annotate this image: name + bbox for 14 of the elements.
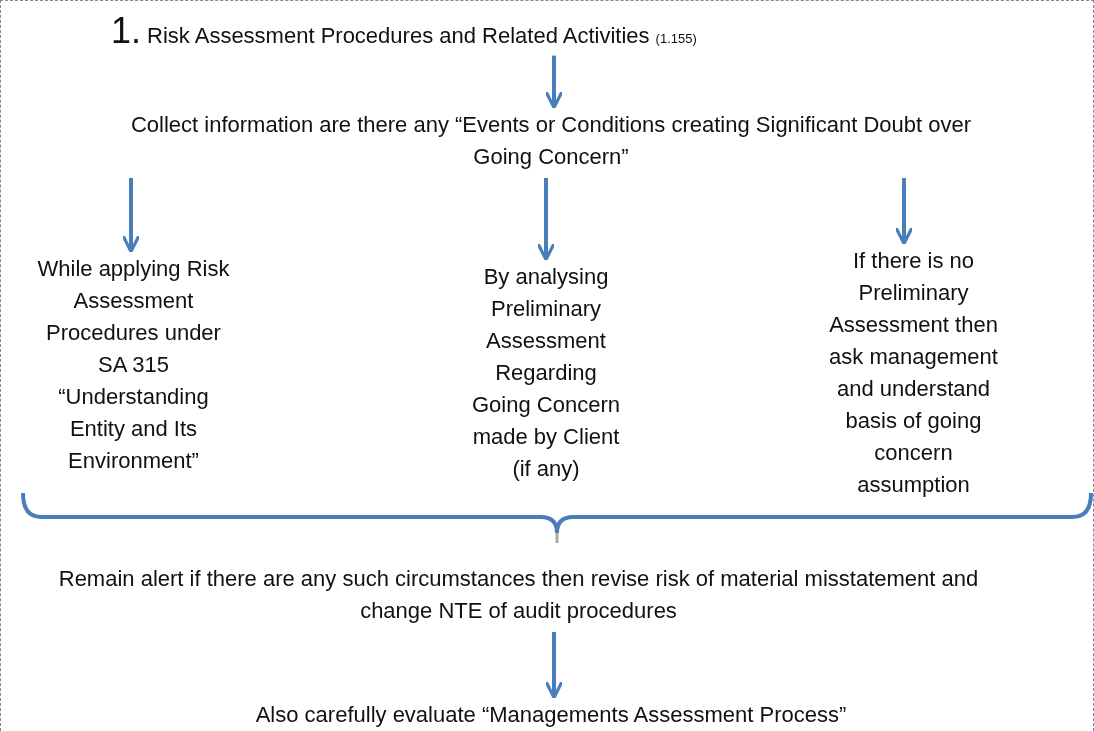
arrow bbox=[894, 178, 914, 246]
step-text: By analysing Preliminary Assessment Regarding Going Concern made by Client (if any) bbox=[466, 261, 626, 485]
step-text: Collect information are there any “Events or Conditions creating Significant Doubt over Going Concern” bbox=[101, 109, 1001, 173]
step-text: If there is no Preliminary Assessment then ask management and understand basis of going concern assumption bbox=[816, 245, 1011, 501]
reference-note: (1.155) bbox=[655, 32, 697, 47]
heading-text: Risk Assessment Procedures and Related Activities bbox=[147, 24, 650, 49]
step-text: Remain alert if there are any such circumstances then revise risk of material misstatement and change NTE of audit procedures bbox=[46, 563, 991, 627]
arrow bbox=[544, 55, 564, 110]
step-text: While applying Risk Assessment Procedures under SA 315 “Understanding Entity and Its Environment” bbox=[31, 253, 236, 477]
arrow bbox=[544, 632, 564, 700]
arrow bbox=[121, 178, 141, 254]
step-number: 1. bbox=[111, 11, 142, 51]
arrow bbox=[536, 178, 556, 262]
step-text: Also carefully evaluate “Managements Assessment Process” bbox=[151, 699, 951, 731]
